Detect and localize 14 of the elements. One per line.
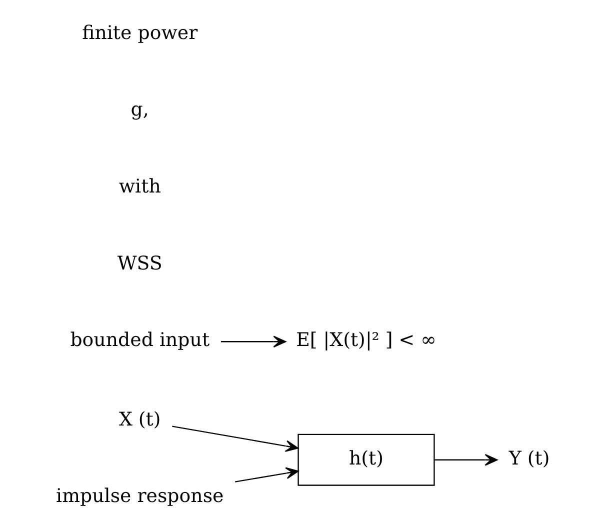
node-box: h(t) [298, 434, 435, 486]
node-text: Y (t) [508, 447, 550, 470]
node-text: X (t) [118, 408, 161, 430]
arrow [434, 454, 498, 466]
arrow [172, 426, 298, 452]
node-text: E[ |X(t)|² ] < ∞ [296, 329, 436, 352]
arrow [234, 467, 299, 482]
label: finite power [82, 22, 198, 44]
node-text: impulse response [56, 485, 224, 508]
arrow [220, 336, 286, 348]
label: g, [130, 98, 149, 121]
label: WSS [117, 252, 162, 274]
label: with [118, 175, 161, 198]
node-text: bounded input [70, 329, 210, 352]
